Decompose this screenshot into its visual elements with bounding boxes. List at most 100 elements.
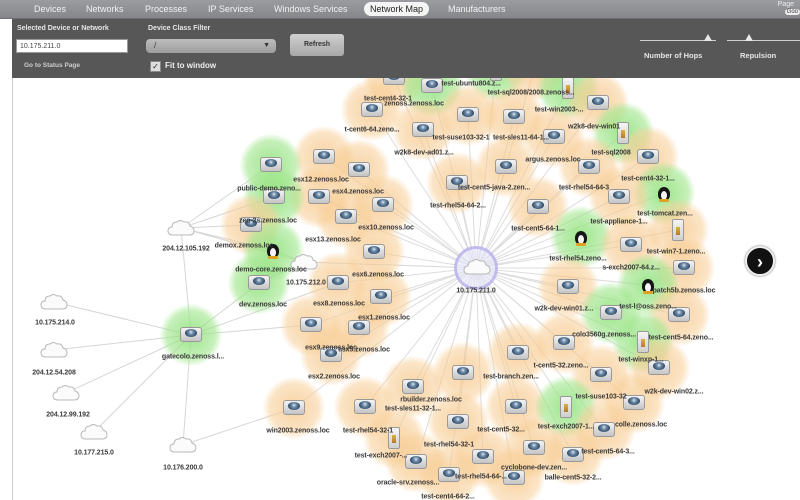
device-label[interactable]: w2k8-dev-ad01.z...: [394, 149, 454, 157]
device-label[interactable]: test-cent5-64.zeno...: [648, 334, 714, 342]
device-label[interactable]: test-cent4-32-1...: [621, 175, 675, 183]
device-label[interactable]: colo3560g.zenoss...: [572, 331, 636, 339]
device-label[interactable]: w2k8-dev-win01: [568, 123, 620, 131]
device-label[interactable]: rbuilder.zenoss.loc: [400, 396, 462, 404]
device-label[interactable]: test-appliance-1...: [590, 218, 648, 226]
device-label[interactable]: win2003.zenoss.loc: [266, 427, 330, 435]
selected-device-input[interactable]: [16, 39, 128, 53]
server-icon[interactable]: [372, 197, 394, 212]
server-icon[interactable]: [620, 237, 642, 252]
device-label[interactable]: gatecolo.zenoss.l...: [161, 353, 225, 361]
next-page-button[interactable]: ›: [745, 246, 775, 276]
server-icon[interactable]: [503, 109, 525, 124]
server-icon[interactable]: [300, 317, 322, 332]
tab-devices[interactable]: Devices: [34, 4, 67, 14]
network-label[interactable]: 10.175.211.0: [456, 287, 496, 295]
linux-penguin-icon[interactable]: [575, 228, 587, 246]
windows-server-icon[interactable]: [617, 122, 629, 144]
device-label[interactable]: test-suse103-32-1: [432, 134, 490, 142]
windows-server-icon[interactable]: [562, 78, 574, 99]
server-icon[interactable]: [543, 129, 565, 144]
device-label[interactable]: oracle-srv.zenoss...: [376, 479, 440, 487]
device-label[interactable]: test-l@oss.zeno...: [619, 303, 677, 311]
device-label[interactable]: test-win7-1.zeno...: [646, 248, 706, 256]
server-icon[interactable]: [240, 217, 262, 232]
network-label[interactable]: 10.175.214.0: [35, 319, 75, 327]
server-icon[interactable]: [383, 78, 405, 85]
device-label[interactable]: esx4.zenoss.loc: [332, 188, 384, 196]
network-cloud-icon[interactable]: [166, 218, 196, 238]
device-label[interactable]: esx1.zenoss.loc: [358, 314, 410, 322]
device-label[interactable]: test-cent4-32-1: [364, 95, 412, 103]
server-icon[interactable]: [361, 102, 383, 117]
tab-processes[interactable]: Processes: [145, 4, 188, 14]
fit-to-window-checkbox[interactable]: ✓: [150, 61, 161, 72]
server-icon[interactable]: [283, 400, 305, 415]
device-label[interactable]: dev.zenoss.loc: [239, 301, 287, 309]
device-label[interactable]: cyclobone-dev.zen...: [501, 464, 567, 472]
server-icon[interactable]: [363, 244, 385, 259]
server-icon[interactable]: [446, 175, 468, 190]
server-icon[interactable]: [578, 159, 600, 174]
network-label[interactable]: 10.177.215.0: [74, 449, 114, 457]
device-label[interactable]: public-demo.zeno...: [237, 185, 301, 193]
device-label[interactable]: test-branch.zen...: [483, 373, 539, 381]
tab-manufacturers[interactable]: Manufacturers: [448, 4, 506, 14]
device-label[interactable]: zen-2s.zenoss.loc: [239, 217, 297, 225]
device-label[interactable]: test-sles11-64-1...: [492, 134, 550, 142]
device-label[interactable]: balle-cent5-32-2...: [544, 474, 602, 482]
number-of-hops-slider-thumb[interactable]: [704, 34, 713, 41]
device-label[interactable]: esx13.zenoss.loc: [305, 236, 361, 244]
device-label[interactable]: test-rhel54-64-2...: [430, 202, 486, 210]
linux-penguin-icon[interactable]: [267, 241, 279, 259]
server-icon[interactable]: [327, 275, 349, 290]
server-icon[interactable]: [180, 327, 202, 342]
server-icon[interactable]: [354, 399, 376, 414]
server-icon[interactable]: [452, 365, 474, 380]
server-icon[interactable]: [593, 422, 615, 437]
page-link[interactable]: Page: [777, 1, 794, 8]
network-label[interactable]: 10.176.200.0: [163, 464, 203, 472]
server-icon[interactable]: [335, 209, 357, 224]
device-label[interactable]: t-cent5-32.zeno...: [533, 362, 589, 370]
device-label[interactable]: esx6.zenoss.loc: [352, 271, 404, 279]
device-label[interactable]: w2k-dev-win02.z...: [644, 388, 704, 396]
server-icon[interactable]: [623, 395, 645, 410]
server-icon[interactable]: [421, 78, 443, 93]
server-icon[interactable]: [557, 279, 579, 294]
network-cloud-icon[interactable]: [79, 422, 109, 442]
server-icon[interactable]: [248, 275, 270, 290]
server-icon[interactable]: [505, 399, 527, 414]
device-label[interactable]: demo-core.zenoss.loc: [235, 266, 307, 274]
server-icon[interactable]: [503, 470, 525, 485]
tab-network-map[interactable]: Network Map: [364, 2, 430, 16]
server-icon[interactable]: [438, 467, 460, 482]
network-label[interactable]: 204.12.99.192: [46, 411, 90, 419]
device-label[interactable]: test-winxp-1...: [618, 356, 664, 364]
device-label[interactable]: test-sql2008: [591, 149, 631, 157]
linux-penguin-icon[interactable]: [642, 276, 654, 294]
device-label[interactable]: test-rhel54-64-3: [558, 184, 610, 192]
device-label[interactable]: w2k-dev-win01.z...: [534, 305, 594, 313]
device-label[interactable]: esx2.zenoss.loc: [308, 373, 360, 381]
network-label[interactable]: 204.12.105.192: [162, 245, 210, 253]
device-label[interactable]: colle.zenoss.loc: [614, 421, 668, 429]
server-icon[interactable]: [313, 149, 335, 164]
server-icon[interactable]: [637, 149, 659, 164]
server-icon[interactable]: [457, 107, 479, 122]
repulsion-slider-thumb[interactable]: [744, 34, 753, 41]
server-icon[interactable]: [562, 447, 584, 462]
server-icon[interactable]: [348, 162, 370, 177]
device-label[interactable]: esx9.zenoss.loc: [305, 344, 357, 352]
server-icon[interactable]: [370, 289, 392, 304]
tab-ip-services[interactable]: IP Services: [208, 4, 254, 14]
server-icon[interactable]: [260, 157, 282, 172]
network-cloud-icon[interactable]: [168, 435, 198, 455]
server-icon[interactable]: [472, 449, 494, 464]
server-icon[interactable]: [507, 345, 529, 360]
server-icon[interactable]: [673, 260, 695, 275]
refresh-button[interactable]: Refresh: [290, 34, 344, 56]
network-cloud-icon[interactable]: [51, 383, 81, 403]
server-icon[interactable]: [553, 335, 575, 350]
repulsion-slider[interactable]: [727, 40, 800, 41]
